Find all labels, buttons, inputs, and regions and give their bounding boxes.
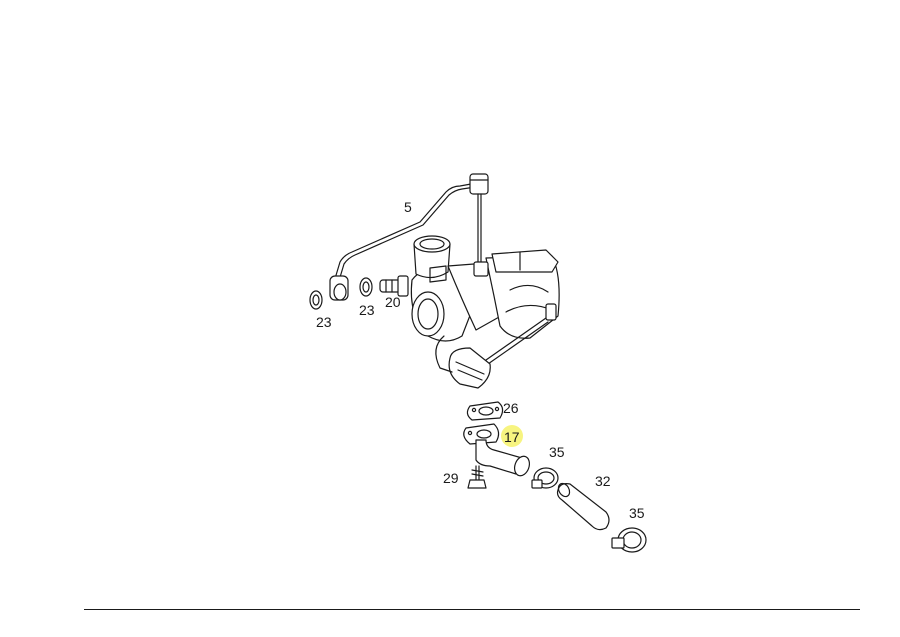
part-label-32[interactable]: 32 [595, 473, 611, 489]
bolt-29[interactable] [467, 465, 487, 489]
part-label-29[interactable]: 29 [443, 470, 459, 486]
oil-feed-line[interactable] [329, 173, 489, 301]
oil-return-pipe[interactable] [463, 423, 532, 478]
hose-clamp-upper[interactable] [531, 467, 559, 489]
part-label-23-right[interactable]: 23 [359, 302, 375, 318]
part-label-26[interactable]: 26 [503, 400, 519, 416]
part-label-35-upper[interactable]: 35 [549, 444, 565, 460]
sealing-washer-left[interactable] [309, 290, 323, 310]
part-label-17[interactable]: 17 [504, 429, 520, 445]
footer-divider [84, 609, 860, 610]
part-label-5[interactable]: 5 [404, 199, 412, 215]
turbocharger[interactable] [410, 235, 560, 389]
hose-clamp-lower[interactable] [611, 527, 647, 553]
gasket-26[interactable] [466, 401, 504, 421]
sealing-washer-right[interactable] [359, 277, 373, 297]
part-label-35-lower[interactable]: 35 [629, 505, 645, 521]
banjo-bolt[interactable] [379, 275, 409, 297]
part-label-20[interactable]: 20 [385, 294, 401, 310]
rubber-hose[interactable] [556, 481, 610, 531]
part-label-23-left[interactable]: 23 [316, 314, 332, 330]
highlight-marker [501, 425, 523, 447]
